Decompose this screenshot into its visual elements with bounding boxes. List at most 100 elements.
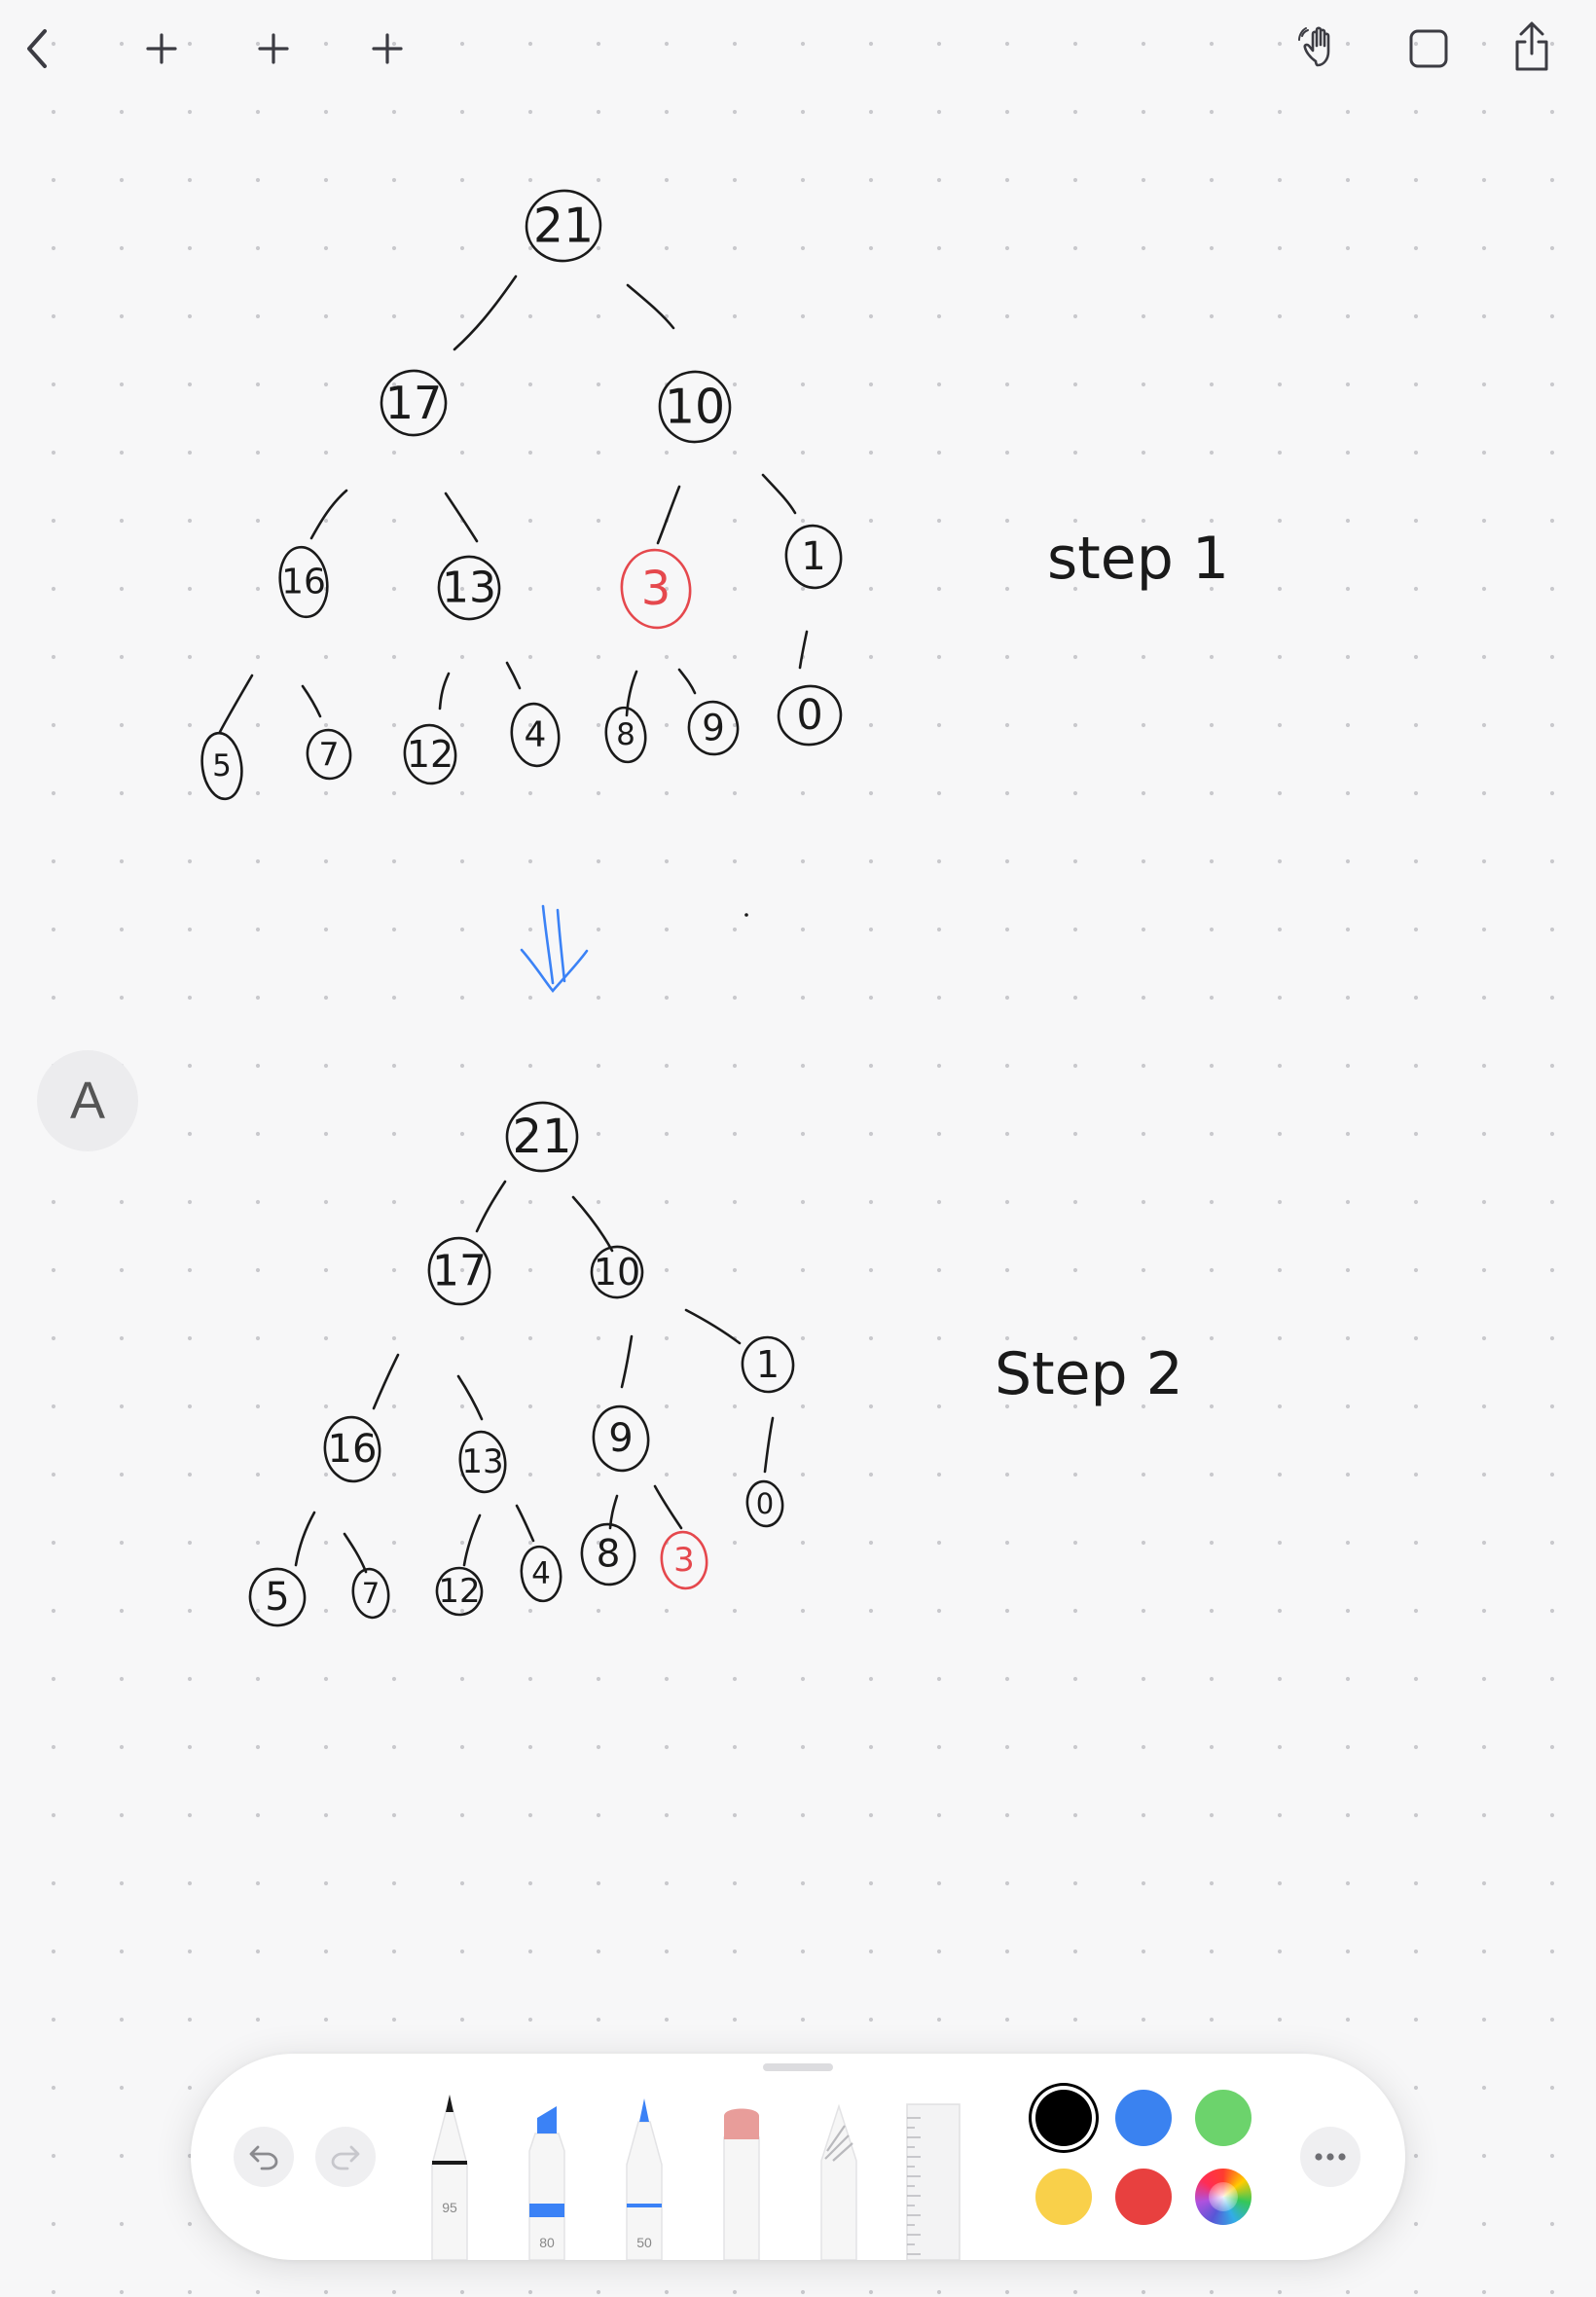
tree-node: 21 [525,189,602,263]
more-icon [1315,2153,1346,2161]
node-circle [278,545,329,619]
tree-edges [218,274,809,1574]
tree-node: 13 [458,1430,507,1494]
hand-pointer-icon [1298,26,1330,67]
node-value: 5 [265,1575,289,1620]
tree-node: 3 [660,1530,708,1590]
marker-icon [528,2106,565,2260]
back-button[interactable] [14,21,62,76]
color-swatch-red[interactable] [1115,2169,1172,2225]
tree-node: 17 [427,1236,491,1306]
marker-tool[interactable]: 80 [518,2083,576,2260]
node-circle [403,723,457,785]
plus-icon [258,33,289,64]
step1-label: step 1 [1047,525,1229,593]
node-circle [784,524,843,590]
node-circle [620,548,692,630]
tree-node: 5 [200,731,243,801]
node-circle [200,731,243,801]
ruler-tool[interactable] [899,2083,967,2260]
pen-tool[interactable]: 95 [420,2083,479,2260]
node-value: 17 [385,377,443,429]
touch-draw-button[interactable] [1290,21,1349,76]
plus-icon [146,33,177,64]
tree-node: 17 [380,369,448,437]
node-circle [427,1236,491,1306]
pen-icon [431,2095,468,2260]
tree-node: 9 [592,1404,650,1473]
color-swatch-black[interactable] [1035,2090,1092,2146]
color-swatch-blue[interactable] [1115,2090,1172,2146]
tree-node: 8 [580,1522,636,1586]
tree-node: 1 [741,1335,795,1394]
node-value: 13 [461,1442,503,1481]
more-button[interactable] [1300,2127,1360,2187]
color-swatch-green[interactable] [1195,2090,1251,2146]
fineliner-tool[interactable]: 50 [615,2083,673,2260]
node-value: 7 [362,1577,380,1610]
redo-icon [331,2145,360,2170]
node-circle [380,369,448,437]
node-value: 4 [525,715,547,755]
node-value: 16 [328,1427,378,1472]
tree-node: 4 [520,1545,562,1603]
redo-button[interactable] [315,2127,376,2187]
node-circle [458,1430,507,1494]
tree-node: 16 [323,1415,381,1483]
text-tool-button[interactable]: A [37,1050,138,1151]
tree-node: 4 [510,702,561,768]
tree-node: 1 [784,524,843,590]
pencil-tool[interactable] [810,2083,868,2260]
node-value: 12 [438,1572,480,1611]
palette-drag-handle[interactable] [763,2063,833,2071]
node-value: 21 [512,1110,571,1164]
frame-button[interactable] [1401,21,1456,76]
undo-icon [249,2145,278,2170]
node-value: 0 [796,691,822,740]
add-page-button[interactable] [134,21,189,76]
down-arrow-icon [520,904,589,994]
color-wheel-center [1209,2182,1238,2211]
color-picker-wheel[interactable] [1195,2169,1251,2225]
node-value: 1 [801,534,825,579]
tree-node: 16 [278,545,329,619]
tree-node: 12 [403,723,457,785]
node-circle [580,1522,636,1586]
tree-node: 7 [306,728,352,781]
step2-label: Step 2 [995,1340,1183,1408]
eraser-tool[interactable] [712,2083,771,2260]
color-swatch-yellow[interactable] [1035,2169,1092,2225]
fineliner-size-label: 50 [636,2235,652,2250]
fineliner-icon [626,2098,663,2260]
tree-node: 0 [777,684,843,747]
tree-node: 10 [658,370,732,444]
node-value: 12 [407,733,453,776]
add-shape-button[interactable] [360,21,415,76]
node-value: 10 [665,380,725,435]
node-value: 1 [756,1343,780,1386]
add-media-button[interactable] [246,21,301,76]
node-value: 9 [702,708,725,749]
chevron-left-icon [27,29,47,68]
tree-node: 9 [687,700,740,756]
node-circle [687,700,740,756]
node-circle [437,555,501,621]
node-value: 3 [673,1541,695,1580]
tree-node: 10 [590,1245,644,1299]
share-button[interactable] [1505,16,1559,78]
node-circle [248,1567,307,1627]
tree-node: 7 [351,1567,390,1620]
node-circle [435,1566,484,1617]
node-value: 17 [432,1247,487,1296]
tree-node: 0 [745,1479,784,1528]
node-circle [660,1530,708,1590]
node-circle [777,684,843,747]
node-circle [505,1101,579,1173]
pen-size-label: 95 [442,2200,457,2215]
node-value: 8 [597,1533,621,1577]
undo-button[interactable] [234,2127,294,2187]
node-circle [510,702,561,768]
